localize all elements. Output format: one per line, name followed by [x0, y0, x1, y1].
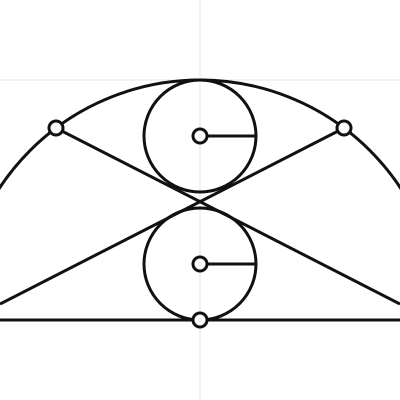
upper-center-point [191, 127, 209, 145]
base-center-point [191, 311, 209, 329]
lower-center-point [191, 255, 209, 273]
right-point [335, 119, 353, 137]
left-point [47, 119, 65, 137]
